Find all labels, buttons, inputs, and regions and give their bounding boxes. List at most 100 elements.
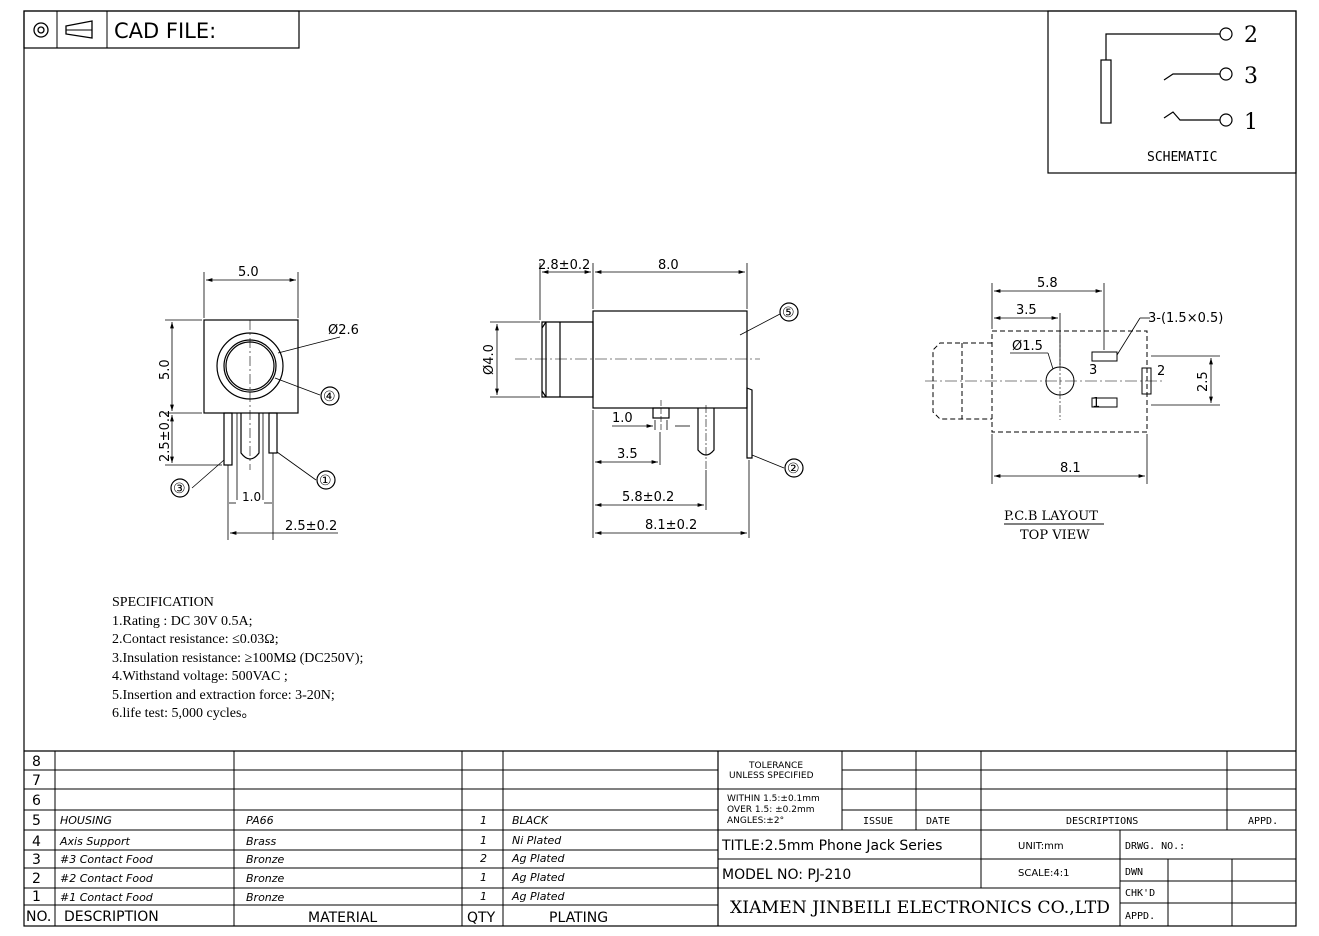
bom-row: 1 #1 Contact Food Bronze 1 Ag Plated — [32, 889, 566, 905]
bom-plating: Ag Plated — [511, 871, 566, 884]
schematic-label: SCHEMATIC — [1147, 150, 1217, 165]
bom-header-no: NO. — [26, 909, 51, 925]
bom-row: 3 #3 Contact Food Bronze 2 Ag Plated — [32, 852, 566, 868]
bom-header-material: MATERIAL — [308, 910, 377, 926]
bom-row: 4 Axis Support Brass 1 Ni Plated — [32, 834, 562, 850]
bom-header-desc: DESCRIPTION — [64, 909, 159, 925]
bom-material: Bronze — [246, 891, 285, 904]
bom-row: 5 HOUSING PA66 1 BLACK — [32, 813, 549, 829]
bom-desc: Axis Support — [59, 835, 130, 848]
spec-line: 6.life test: 5,000 cycles。 — [112, 706, 256, 721]
bom-grid — [24, 750, 1296, 926]
callout-1: ① — [319, 473, 332, 489]
bom-qty: 1 — [480, 871, 487, 884]
bom-material: Bronze — [246, 853, 285, 866]
sheet-border — [23, 10, 1297, 927]
bom-desc: #3 Contact Food — [60, 853, 154, 866]
pcb-hole: Ø1.5 — [1012, 339, 1043, 354]
chkd-label: CHK'D — [1125, 888, 1155, 899]
bom-table: 8 7 6 5 HOUSING PA66 1 BLACK 4 Axis Supp… — [26, 754, 608, 926]
pcb-dim-5-8: 5.8 — [1037, 276, 1058, 291]
bom-header-plating: PLATING — [549, 910, 608, 926]
appd2-label: APPD. — [1125, 911, 1155, 922]
drwg-no-label: DRWG. NO.: — [1125, 841, 1185, 852]
pcb-dim-3-5: 3.5 — [1016, 303, 1037, 318]
unless-specified-label: UNLESS SPECIFIED — [729, 771, 814, 781]
bom-material: Brass — [246, 835, 277, 848]
front-pin-pitch: 1.0 — [242, 490, 261, 504]
schematic-pin-3: 3 — [1244, 64, 1258, 89]
spec-line: 3.Insulation resistance: ≥100MΩ (DC250V)… — [112, 651, 364, 666]
bom-no: 1 — [32, 889, 41, 905]
pcb-title: P.C.B LAYOUT — [1004, 509, 1098, 524]
bom-row: 2 #2 Contact Food Bronze 1 Ag Plated — [32, 871, 566, 887]
pcb-pin-1: 1 — [1092, 396, 1100, 411]
front-width-dim: 5.0 — [238, 265, 259, 280]
bom-qty: 1 — [480, 890, 487, 903]
bom-material: PA66 — [246, 814, 274, 827]
pcb-layout — [925, 283, 1220, 525]
bom-plating: Ag Plated — [511, 890, 566, 903]
bom-no: 4 — [32, 834, 41, 850]
bom-row: 7 — [32, 773, 41, 789]
side-dia-4-0: Ø4.0 — [482, 344, 497, 375]
bom-header-qty: QTY — [467, 910, 496, 926]
tolerance-within: WITHIN 1.5:±0.1mm — [727, 794, 820, 804]
title-block: TOLERANCE UNLESS SPECIFIED WITHIN 1.5:±0… — [721, 761, 1278, 922]
tolerance-angles: ANGLES:±2° — [727, 816, 784, 826]
pcb-pin-3: 3 — [1089, 363, 1097, 378]
company-name: XIAMEN JINBEILI ELECTRONICS CO.,LTD — [730, 898, 1110, 918]
scale-label: SCALE:4:1 — [1018, 868, 1070, 879]
pcb-slots: 3-(1.5×0.5) — [1148, 311, 1223, 326]
unit-label: UNIT:mm — [1018, 841, 1064, 852]
side-view — [490, 263, 804, 538]
schematic-pin-2: 2 — [1244, 23, 1258, 48]
pcb-dim-8-1: 8.1 — [1060, 461, 1081, 476]
schematic-box: 2 3 1 SCHEMATIC — [1047, 10, 1297, 174]
front-pinlen-dim: 2.5±0.2 — [158, 410, 173, 462]
callout-4: ④ — [323, 389, 336, 405]
bom-qty: 1 — [480, 814, 487, 827]
bom-plating: Ag Plated — [511, 852, 566, 865]
bom-no: 7 — [32, 773, 41, 789]
side-dim-2-8: 2.8±0.2 — [538, 258, 590, 273]
schematic-pin-1: 1 — [1244, 110, 1258, 135]
bom-no: 6 — [32, 793, 41, 809]
cad-file-label: CAD FILE: — [114, 19, 216, 43]
pcb-subtitle: TOP VIEW — [1020, 528, 1090, 543]
dwn-label: DWN — [1125, 867, 1143, 878]
callout-2: ② — [787, 461, 800, 477]
bom-plating: BLACK — [512, 814, 549, 827]
spec-line: 1.Rating : DC 30V 0.5A; — [112, 614, 253, 629]
drawing-title: TITLE:2.5mm Phone Jack Series — [721, 838, 942, 854]
spec-title: SPECIFICATION — [112, 595, 214, 610]
bom-desc: #1 Contact Food — [60, 891, 154, 904]
descriptions-label: DESCRIPTIONS — [1066, 816, 1138, 827]
bom-qty: 2 — [480, 852, 487, 865]
bom-desc: #2 Contact Food — [60, 872, 154, 885]
bom-plating: Ni Plated — [512, 834, 562, 847]
front-height-dim: 5.0 — [158, 359, 173, 380]
pcb-dim-2-5: 2.5 — [1196, 371, 1211, 392]
bom-row: 8 — [32, 754, 41, 770]
bom-no: 5 — [32, 813, 41, 829]
pcb-pin-2: 2 — [1157, 364, 1165, 379]
side-dim-8-1: 8.1±0.2 — [645, 518, 697, 533]
bom-row: 6 — [32, 793, 41, 809]
spec-line: 2.Contact resistance: ≤0.03Ω; — [112, 632, 279, 647]
spec-line: 5.Insertion and extraction force: 3-20N; — [112, 688, 335, 703]
front-hole-dia: Ø2.6 — [328, 323, 359, 338]
appd-label: APPD. — [1248, 816, 1278, 827]
callout-5: ⑤ — [782, 305, 795, 321]
bom-no: 2 — [32, 871, 41, 887]
bom-header-row: NO. DESCRIPTION MATERIAL QTY PLATING — [26, 909, 608, 926]
issue-label: ISSUE — [863, 816, 893, 827]
side-dim-8-0: 8.0 — [658, 258, 679, 273]
front-pin-span: 2.5±0.2 — [285, 519, 337, 534]
bom-desc: HOUSING — [60, 814, 112, 827]
front-view — [165, 272, 341, 540]
date-label: DATE — [926, 816, 950, 827]
callout-3: ③ — [173, 481, 186, 497]
bom-no: 3 — [32, 852, 41, 868]
